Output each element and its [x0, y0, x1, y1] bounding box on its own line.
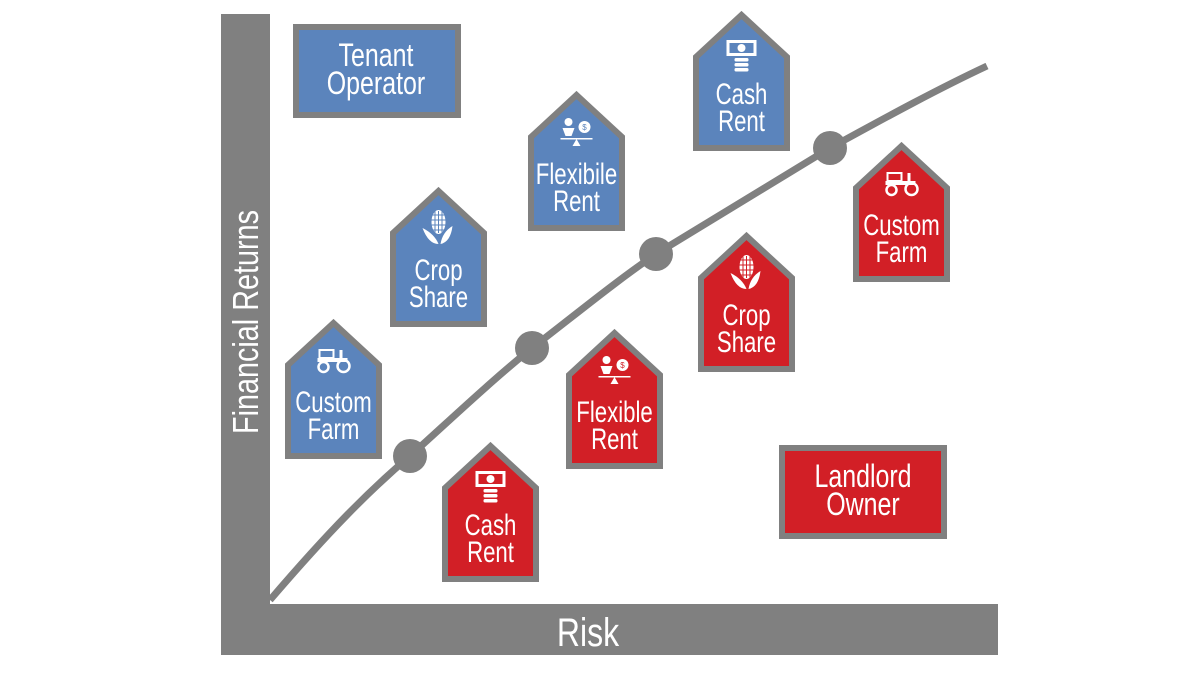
curve-line	[267, 62, 989, 603]
house-label-line: Rent	[553, 184, 600, 218]
curve-dot	[639, 237, 673, 271]
landlord-owner-line1: Landlord	[814, 459, 911, 495]
tenant-operator-box: Tenant Operator	[293, 24, 461, 118]
scale-dollar-icon: $	[560, 118, 593, 146]
house-label-line: Share	[409, 280, 468, 314]
tenant-operator-line2: Operator	[327, 66, 426, 102]
cash-coins-icon	[475, 471, 506, 503]
house-label-line: Rent	[591, 422, 638, 456]
svg-text:$: $	[620, 361, 625, 370]
cash-coins-icon	[726, 40, 757, 72]
y-axis-label: Financial Returns	[225, 210, 266, 434]
scale-dollar-icon: $	[598, 356, 631, 384]
axes: Financial Returns Risk	[221, 14, 998, 655]
trend-curve	[267, 62, 989, 603]
house-label-line: Cash	[465, 508, 517, 542]
house-label-line: Custom	[295, 385, 371, 419]
house-label-line: Crop	[722, 298, 770, 332]
corn-icon	[422, 210, 453, 244]
curve-dot	[515, 331, 549, 365]
curve-dot	[813, 131, 847, 165]
house-label-line: Rent	[467, 535, 514, 569]
curve-dot	[393, 439, 427, 473]
house-label-line: Rent	[718, 104, 765, 138]
house-label-line: Custom	[863, 208, 939, 242]
house-label-line: Share	[717, 325, 776, 359]
house-label-line: Crop	[414, 253, 462, 287]
house-label-line: Flexibile	[536, 157, 617, 191]
y-axis-bar	[221, 14, 270, 655]
tractor-icon	[885, 172, 919, 197]
house-label-line: Farm	[876, 235, 928, 269]
x-axis-label: Risk	[557, 610, 620, 655]
corn-icon	[730, 255, 761, 289]
x-axis-bar	[221, 604, 998, 655]
landlord-owner-box: Landlord Owner	[779, 445, 947, 539]
svg-text:$: $	[582, 123, 587, 132]
tractor-icon	[317, 349, 351, 374]
house-label-line: Flexible	[576, 395, 652, 429]
tenant-operator-line1: Tenant	[339, 38, 414, 74]
house-label-line: Farm	[308, 412, 360, 446]
house-label-line: Cash	[716, 77, 768, 111]
landlord-owner-line2: Owner	[826, 487, 900, 523]
